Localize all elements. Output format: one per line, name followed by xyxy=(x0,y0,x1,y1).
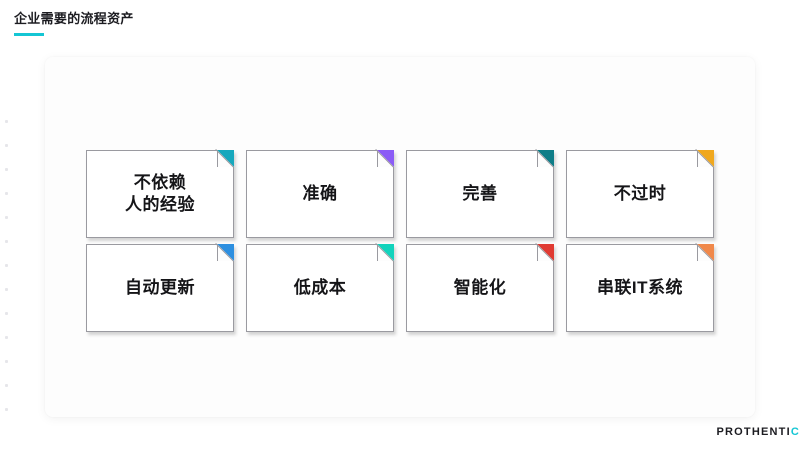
rail-dot xyxy=(5,336,8,339)
page-title: 企业需要的流程资产 xyxy=(14,11,134,26)
asset-card-label: 智能化 xyxy=(453,278,507,297)
asset-card-5[interactable]: 自动更新 xyxy=(86,243,234,332)
asset-card-grid: 不依赖 人的经验 准确 完善 不过时 自动更新 xyxy=(86,149,714,332)
rail-dot xyxy=(5,144,8,147)
asset-card-label: 不过时 xyxy=(613,184,667,203)
brand-name: PROTHENTI xyxy=(716,426,791,438)
asset-card-8[interactable]: 串联IT系统 xyxy=(566,243,714,332)
folded-corner-icon xyxy=(375,243,394,262)
asset-card-label: 完善 xyxy=(462,184,498,203)
rail-dot xyxy=(5,312,8,315)
folded-corner-icon xyxy=(695,149,714,168)
asset-card-3[interactable]: 完善 xyxy=(406,149,554,238)
folded-corner-icon xyxy=(375,149,394,168)
folded-corner-icon xyxy=(535,149,554,168)
rail-dot xyxy=(5,264,8,267)
rail-dot xyxy=(5,192,8,195)
asset-card-label: 准确 xyxy=(302,184,338,203)
asset-card-1[interactable]: 不依赖 人的经验 xyxy=(86,149,234,238)
folded-corner-icon xyxy=(695,243,714,262)
asset-card-label: 串联IT系统 xyxy=(596,278,684,297)
folded-corner-icon xyxy=(535,243,554,262)
left-dot-rail xyxy=(0,0,14,450)
brand-logo: PROTHENTIC xyxy=(716,426,800,438)
rail-dot xyxy=(5,120,8,123)
title-block: 企业需要的流程资产 xyxy=(14,10,134,36)
title-underline-accent xyxy=(14,33,44,36)
folded-corner-icon xyxy=(215,149,234,168)
asset-card-6[interactable]: 低成本 xyxy=(246,243,394,332)
asset-card-label: 低成本 xyxy=(293,278,347,297)
rail-dot xyxy=(5,168,8,171)
brand-accent-letter: C xyxy=(790,426,800,438)
rail-dot xyxy=(5,384,8,387)
rail-dot xyxy=(5,216,8,219)
asset-card-7[interactable]: 智能化 xyxy=(406,243,554,332)
asset-card-4[interactable]: 不过时 xyxy=(566,149,714,238)
asset-card-label: 不依赖 人的经验 xyxy=(125,173,195,214)
rail-dot xyxy=(5,288,8,291)
folded-corner-icon xyxy=(215,243,234,262)
asset-card-2[interactable]: 准确 xyxy=(246,149,394,238)
asset-card-label: 自动更新 xyxy=(125,278,195,297)
rail-dot xyxy=(5,240,8,243)
rail-dot xyxy=(5,408,8,411)
rail-dot xyxy=(5,360,8,363)
